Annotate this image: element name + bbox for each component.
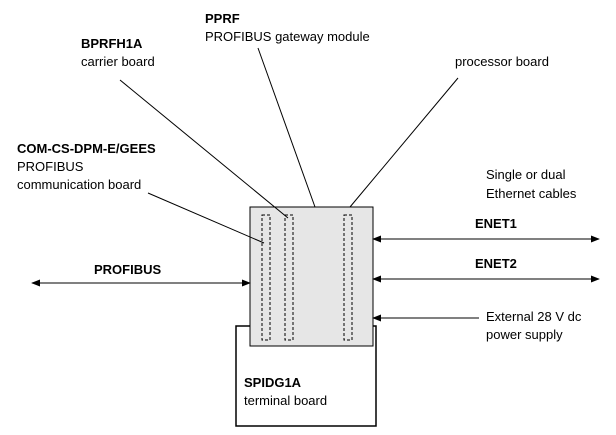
processor-board-slot <box>343 214 353 341</box>
pprf-title: PPRF <box>205 11 240 26</box>
carrier-board-slot <box>284 214 294 341</box>
leader-line-processor <box>349 77 459 208</box>
ethernet-note-line1: Single or dual <box>486 167 566 182</box>
leader-line-comcs <box>147 192 265 244</box>
processor-board-label: processor board <box>455 54 549 69</box>
comcs-description-line1: PROFIBUS <box>17 159 84 174</box>
bprfh1a-description: carrier board <box>81 54 155 69</box>
power-label-line2: power supply <box>486 327 563 342</box>
comcs-description-line2: communication board <box>17 177 141 192</box>
communication-board-slot <box>261 214 271 341</box>
enet2-label: ENET2 <box>475 256 517 271</box>
power-label-line1: External 28 V dc <box>486 309 582 324</box>
spidg1a-title: SPIDG1A <box>244 375 302 390</box>
ethernet-note-line2: Ethernet cables <box>486 186 577 201</box>
leader-line-bprfh1a <box>119 79 289 219</box>
bprfh1a-title: BPRFH1A <box>81 36 143 51</box>
spidg1a-description: terminal board <box>244 393 327 408</box>
leader-line-pprf <box>257 47 316 208</box>
comcs-title: COM-CS-DPM-E/GEES <box>17 141 156 156</box>
pprf-module-box <box>249 206 374 347</box>
profibus-label: PROFIBUS <box>94 262 162 277</box>
enet1-label: ENET1 <box>475 216 517 231</box>
pprf-description: PROFIBUS gateway module <box>205 29 370 44</box>
